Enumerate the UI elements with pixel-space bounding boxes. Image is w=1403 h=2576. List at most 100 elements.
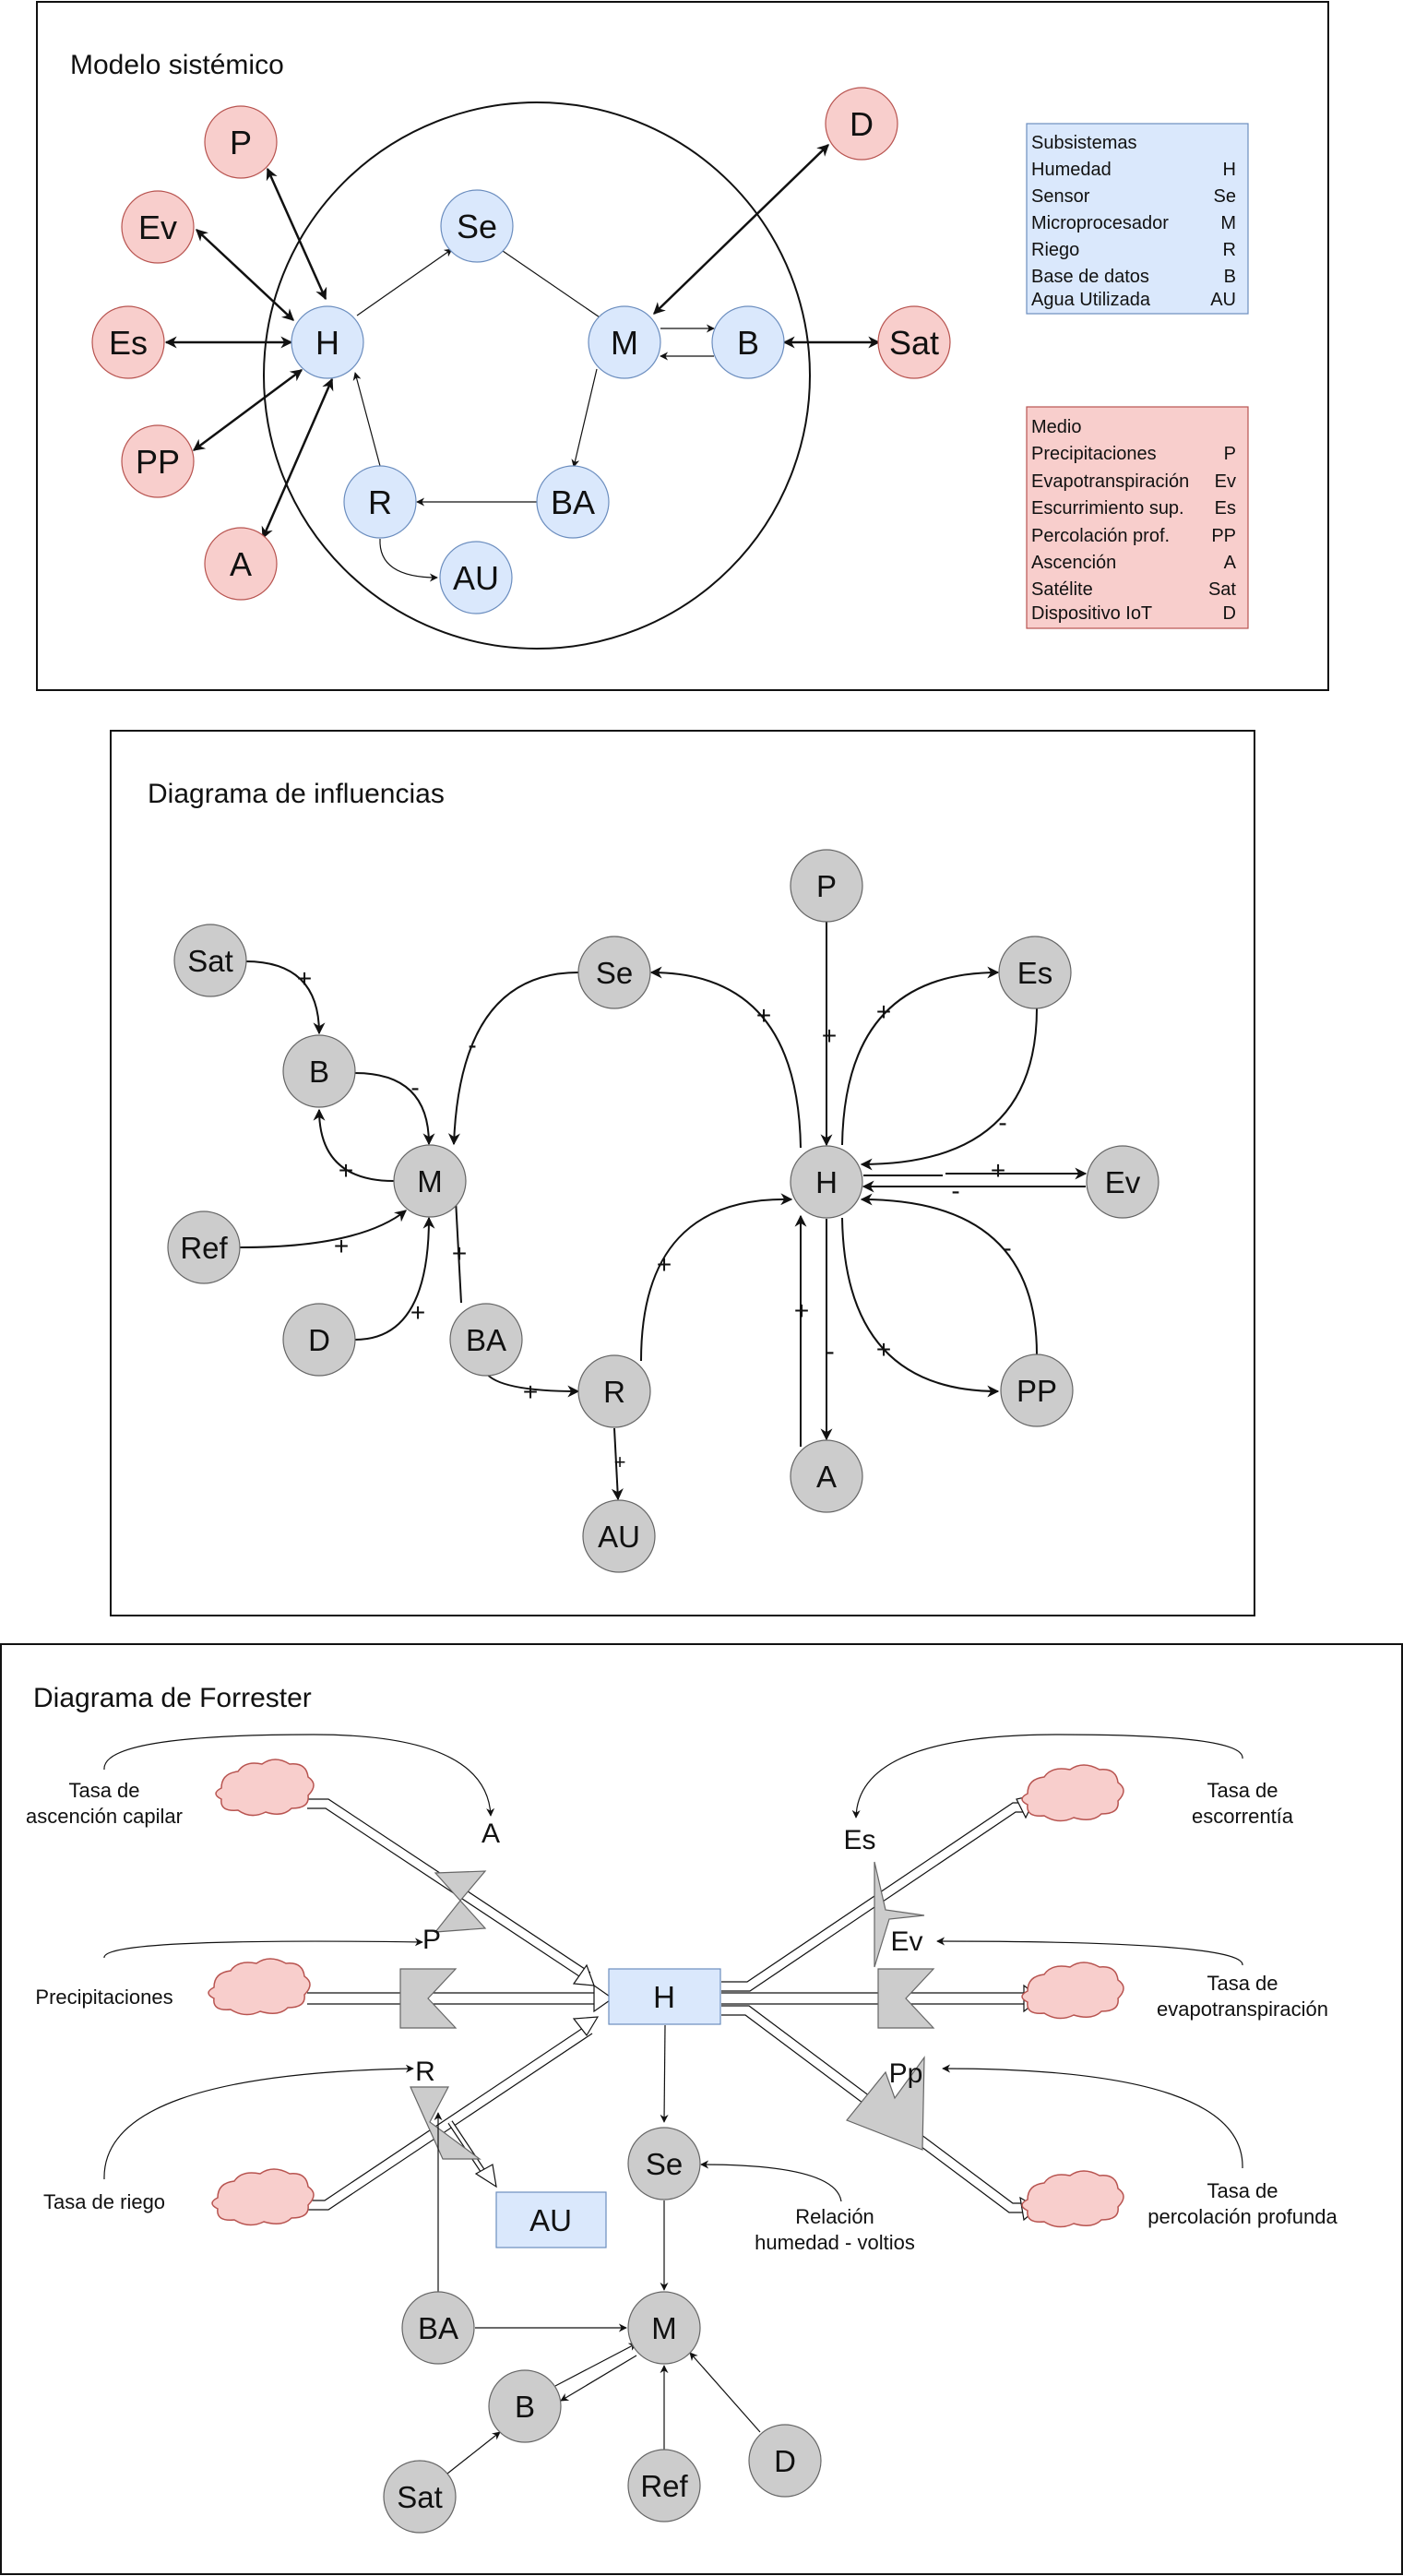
node-d: D bbox=[825, 87, 898, 161]
sign-ev-h: - bbox=[951, 1176, 959, 1205]
valve-p-label: P bbox=[422, 1925, 441, 1955]
edge-r-h bbox=[352, 372, 381, 467]
legend-row-code: AU bbox=[1210, 290, 1236, 310]
flow-riego bbox=[307, 2023, 589, 2201]
stock-au-label: AU bbox=[529, 2203, 572, 2237]
inf-node-m-label: M bbox=[417, 1164, 443, 1199]
inf-node-es-label: Es bbox=[1017, 956, 1053, 990]
legend-medium: Medio Precipitaciones P Evapotranspiraci… bbox=[1026, 406, 1249, 629]
label-riego: Tasa de riego bbox=[43, 2190, 165, 2213]
info-percolacion bbox=[942, 2064, 1243, 2169]
label-relacion-l1: Relación bbox=[795, 2205, 874, 2228]
aux-node-sat: Sat bbox=[383, 2460, 457, 2534]
edge-h-se bbox=[649, 966, 802, 1149]
panel1-medium-nodes: P Ev Es PP A D bbox=[91, 87, 951, 601]
node-es: Es bbox=[91, 305, 165, 379]
edge-m-ba bbox=[571, 368, 598, 468]
label-evapo-l2: evapotranspiración bbox=[1157, 1998, 1328, 2021]
sign-m-b: + bbox=[339, 1156, 353, 1185]
node-se: Se bbox=[440, 189, 514, 263]
inf-node-h-label: H bbox=[815, 1165, 838, 1199]
label-percolacion-l2: percolación profunda bbox=[1147, 2205, 1338, 2228]
node-h: H bbox=[291, 305, 364, 379]
sign-r-au: + bbox=[614, 1450, 626, 1473]
info-h-se bbox=[660, 2024, 669, 2123]
label-escorrentia-l1: Tasa de bbox=[1207, 1779, 1278, 1802]
inf-node-b: B bbox=[282, 1034, 356, 1108]
edge-h-se bbox=[356, 248, 453, 316]
node-p-label: P bbox=[230, 124, 252, 161]
inf-node-ref: Ref bbox=[167, 1210, 241, 1284]
node-r: R bbox=[343, 465, 417, 539]
edge-pp-h bbox=[860, 1193, 1038, 1355]
valve-es bbox=[874, 1861, 925, 1968]
inf-node-d: D bbox=[282, 1303, 356, 1377]
legend-row-name: Agua Utilizada bbox=[1031, 290, 1151, 310]
aux-node-d: D bbox=[748, 2424, 822, 2498]
sign-pp-h: - bbox=[1003, 1234, 1011, 1262]
system-boundary bbox=[263, 101, 811, 650]
cloud-riego bbox=[211, 2168, 315, 2226]
edge-p-h bbox=[266, 167, 327, 301]
edge-d-m bbox=[653, 144, 829, 315]
edge-h-pp bbox=[841, 1217, 1000, 1398]
panel2-nodes: Sat B Ref M D BA Se R AU P H A Es Ev PP bbox=[167, 849, 1159, 1573]
stock-h-label: H bbox=[653, 1980, 675, 2014]
valves bbox=[399, 1861, 935, 2160]
flow-head-riego bbox=[572, 2016, 600, 2037]
legend-row-name: Dispositivo IoT bbox=[1031, 603, 1152, 624]
stock-au: AU bbox=[495, 2191, 607, 2248]
inf-node-ev-label: Ev bbox=[1105, 1165, 1141, 1199]
edge-m-b bbox=[313, 1108, 395, 1182]
node-ev-label: Ev bbox=[138, 209, 177, 246]
sign-sat-b: + bbox=[297, 964, 312, 993]
legend-row-code: Es bbox=[1215, 498, 1236, 519]
node-h-label: H bbox=[315, 324, 339, 362]
inf-node-sat: Sat bbox=[173, 924, 247, 997]
legend-row-name: Microprocesador bbox=[1031, 213, 1169, 233]
node-a-label: A bbox=[230, 545, 252, 583]
valve-ev-label: Ev bbox=[890, 1926, 922, 1957]
info-escorrentia bbox=[851, 1734, 1243, 1819]
legend-medium-heading: Medio bbox=[1031, 417, 1081, 437]
valve-r-label: R bbox=[415, 2057, 435, 2087]
legend-row-name: Escurrimiento sup. bbox=[1031, 498, 1184, 519]
aux-node-ba-label: BA bbox=[418, 2311, 458, 2345]
label-percolacion-l1: Tasa de bbox=[1207, 2179, 1278, 2202]
inf-node-h: H bbox=[790, 1145, 863, 1219]
node-au: AU bbox=[439, 541, 513, 614]
inf-node-r-label: R bbox=[603, 1375, 625, 1409]
inf-node-pp: PP bbox=[1000, 1354, 1074, 1427]
sign-d-m: + bbox=[410, 1298, 425, 1327]
node-se-label: Se bbox=[457, 208, 497, 245]
info-d-m bbox=[689, 2352, 761, 2433]
inf-node-m: M bbox=[393, 1144, 467, 1218]
legend-row-code: H bbox=[1223, 160, 1236, 180]
legend-row-name: Satélite bbox=[1031, 579, 1093, 600]
edge-es-h bbox=[860, 1008, 1038, 1171]
label-evapo-l1: Tasa de bbox=[1207, 1972, 1278, 1995]
legend-subsystems-heading: Subsistemas bbox=[1031, 133, 1137, 153]
aux-node-m: M bbox=[627, 2291, 701, 2365]
node-ba-label: BA bbox=[551, 483, 595, 521]
legend-row-name: Riego bbox=[1031, 240, 1079, 260]
legend-row-code: Sat bbox=[1208, 579, 1236, 600]
valve-pp bbox=[846, 2056, 925, 2151]
info-sat-b bbox=[446, 2431, 501, 2475]
inf-node-pp-label: PP bbox=[1017, 1374, 1057, 1408]
legend-row-code: Ev bbox=[1215, 471, 1236, 492]
aux-node-ref-label: Ref bbox=[640, 2469, 688, 2503]
panel1-title: Modelo sistémico bbox=[70, 50, 284, 80]
info-ascencion bbox=[103, 1734, 495, 1817]
panel-diagrama-forrester: Diagrama de Forrester bbox=[0, 1643, 1403, 2575]
panel3-title: Diagrama de Forrester bbox=[33, 1683, 312, 1713]
info-arrows bbox=[103, 1734, 1243, 2475]
node-b-label: B bbox=[737, 324, 759, 362]
valve-r bbox=[410, 2086, 482, 2160]
inf-node-se: Se bbox=[577, 936, 651, 1009]
sign-b-m: - bbox=[410, 1073, 419, 1102]
sign-h-a: - bbox=[826, 1337, 834, 1366]
panel2-edges bbox=[239, 922, 1088, 1501]
node-m-label: M bbox=[611, 324, 638, 362]
stock-h: H bbox=[608, 1968, 721, 2025]
